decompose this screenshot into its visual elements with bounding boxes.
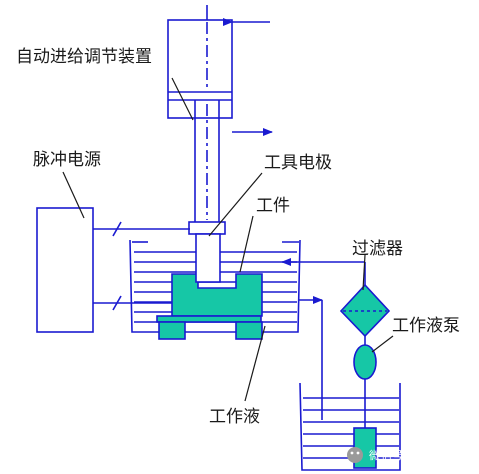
fluid-piping <box>281 258 366 440</box>
label-fluid: 工作液 <box>209 407 260 427</box>
watermark: 微 信号: shukong8 <box>347 447 464 463</box>
leader-lines <box>62 77 394 402</box>
workpiece-block <box>156 273 263 340</box>
pulse-power-box <box>36 207 94 333</box>
reservoir <box>299 382 401 471</box>
watermark-prefix: 微 <box>369 448 380 462</box>
feed-device <box>167 5 273 136</box>
power-wires <box>93 221 190 311</box>
label-power-supply: 脉冲电源 <box>33 150 101 170</box>
label-workpiece: 工件 <box>256 196 290 216</box>
pump-oval <box>353 344 377 380</box>
label-filter: 过滤器 <box>352 239 403 259</box>
label-feed-device: 自动进给调节装置 <box>16 47 152 67</box>
wechat-icon <box>347 447 363 463</box>
tool-electrode-tip <box>195 233 221 283</box>
electrode-rod <box>188 100 226 235</box>
filter-diamond <box>339 283 391 338</box>
label-pump: 工作液泵 <box>392 316 460 336</box>
label-tool-electrode: 工具电极 <box>264 153 332 173</box>
watermark-text: 信号: shukong8 <box>381 449 464 462</box>
